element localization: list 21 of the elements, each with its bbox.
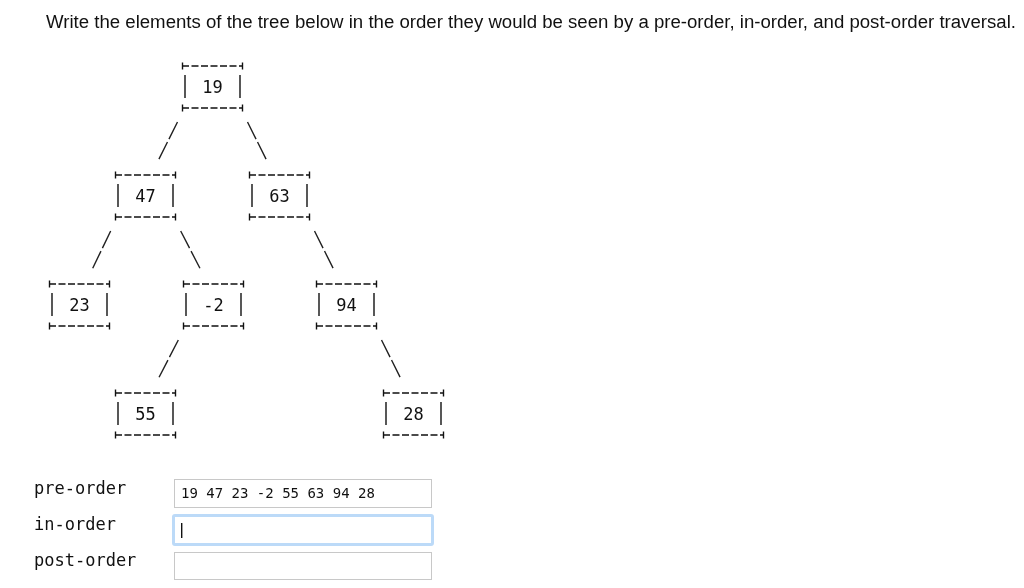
instruction-text: Write the elements of the tree below in the order they would be seen by a pre-order, in-order, and post-order traversal. (46, 11, 1016, 33)
node-value: 94 (336, 296, 357, 314)
node-value: 55 (135, 405, 156, 423)
field-label: pre-order (34, 477, 127, 498)
field-label: post-order (34, 550, 137, 570)
tree-node-box (114, 171, 177, 221)
node-value: 19 (202, 78, 223, 96)
node-value: -2 (203, 296, 224, 314)
node-value: 63 (269, 187, 290, 205)
field-label: in-order (34, 514, 116, 534)
node-value: 23 (69, 296, 90, 314)
tree-node-box (48, 280, 111, 330)
tree-node-box (182, 280, 245, 330)
node-value: 28 (403, 405, 424, 423)
answer-field: 19 47 23 -2 55 63 94 28 (174, 479, 432, 508)
tree-node-box (114, 389, 177, 439)
tree-node-box (382, 389, 445, 439)
tree-node-box (181, 62, 244, 112)
tree-node-box (248, 171, 311, 221)
tree-node-box (315, 280, 378, 330)
node-value: 47 (135, 187, 156, 205)
